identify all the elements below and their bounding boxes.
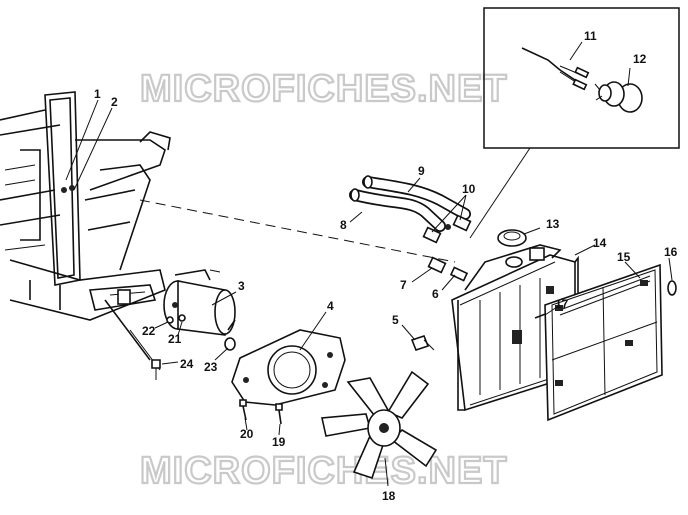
o-ring-part xyxy=(667,280,677,296)
callout-1: 1 xyxy=(94,87,101,101)
callout-21: 21 xyxy=(168,332,182,346)
callout-8: 8 xyxy=(340,218,347,232)
callout-4: 4 xyxy=(327,299,334,313)
callout-3: 3 xyxy=(238,279,245,293)
radiator-screen-part xyxy=(544,263,663,422)
radiator-part xyxy=(451,244,579,412)
callout-19: 19 xyxy=(272,435,286,449)
callout-5: 5 xyxy=(392,313,399,327)
callout-16: 16 xyxy=(664,245,678,259)
temperature-switch-part xyxy=(594,81,643,113)
callout-23: 23 xyxy=(204,360,218,374)
small-hardware xyxy=(410,312,549,351)
fan-motor-part xyxy=(163,269,236,336)
hoses xyxy=(349,175,471,232)
callout-18: 18 xyxy=(382,489,396,503)
hose-clamps xyxy=(422,214,472,244)
fan-shroud-part xyxy=(231,329,346,406)
watermark-top: MICROFICHES.NET xyxy=(140,68,508,110)
callout-13: 13 xyxy=(546,217,560,231)
callout-2: 2 xyxy=(111,95,118,109)
callout-15: 15 xyxy=(617,250,631,264)
leader-lines xyxy=(65,41,673,487)
callout-9: 9 xyxy=(418,164,425,178)
fittings xyxy=(427,256,469,282)
inset-box xyxy=(483,7,680,149)
callout-17: 17 xyxy=(555,297,569,311)
callout-14: 14 xyxy=(593,236,607,250)
callout-12: 12 xyxy=(633,52,647,66)
radiator-cap-part xyxy=(497,229,527,268)
callout-labels: 1 2 3 4 5 6 7 8 9 10 11 12 13 14 15 16 1… xyxy=(94,29,678,503)
bolts xyxy=(239,399,283,425)
callout-20: 20 xyxy=(240,427,254,441)
fan-blade-part xyxy=(321,370,438,480)
wire-harness-part xyxy=(521,47,590,91)
callout-6: 6 xyxy=(432,287,439,301)
callout-10: 10 xyxy=(462,182,476,196)
watermark-bottom: MICROFICHES.NET xyxy=(140,450,508,492)
callout-11: 11 xyxy=(584,29,597,43)
motor-hardware xyxy=(151,314,236,380)
callout-22: 22 xyxy=(142,324,156,338)
frame-part xyxy=(0,91,171,371)
callout-24: 24 xyxy=(180,357,194,371)
callout-7: 7 xyxy=(400,278,407,292)
